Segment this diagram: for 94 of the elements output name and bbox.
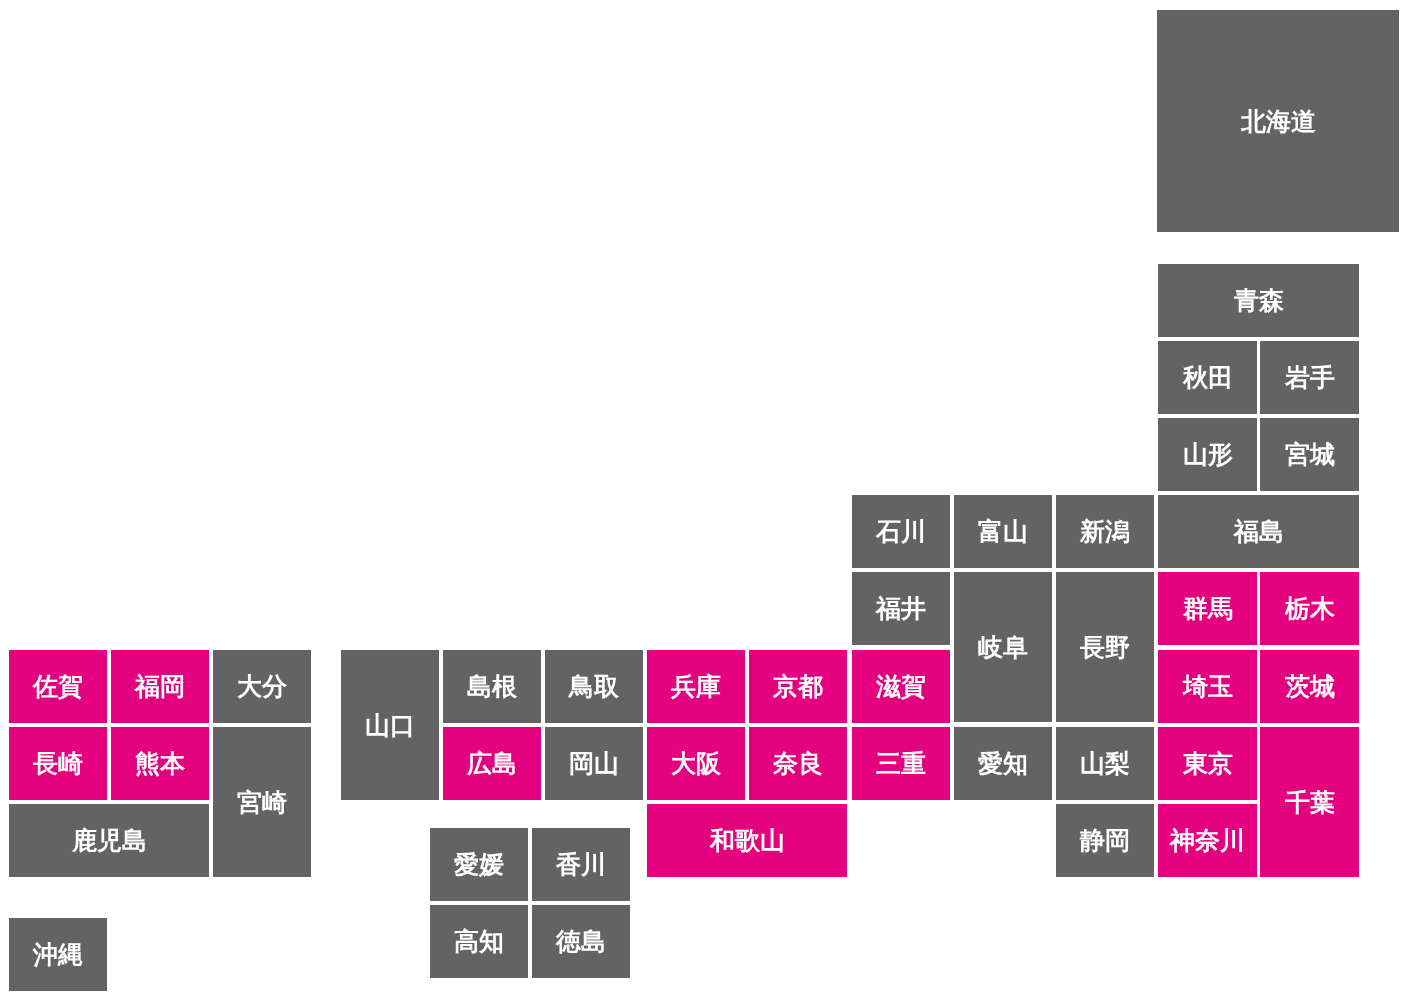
prefecture-tile <box>954 572 1052 722</box>
prefecture-tile <box>341 650 439 800</box>
prefecture-name: 兵庫 <box>671 671 721 703</box>
prefecture-tile <box>111 650 209 723</box>
prefecture-name: 大阪 <box>671 748 721 780</box>
prefecture-tile <box>954 495 1052 568</box>
prefecture-tile <box>1260 650 1359 723</box>
prefecture-tile <box>647 804 847 877</box>
prefecture-name: 山形 <box>1182 439 1233 471</box>
prefecture-name: 愛知 <box>978 748 1028 780</box>
prefecture-tile <box>954 727 1052 800</box>
prefecture-tile <box>749 650 847 723</box>
prefecture-name: 富山 <box>978 516 1028 548</box>
prefecture-name: 岡山 <box>569 748 619 780</box>
prefecture-name: 和歌山 <box>709 825 785 857</box>
prefecture-tile <box>1158 650 1257 723</box>
prefecture-name: 群馬 <box>1182 593 1233 625</box>
prefecture-tile <box>532 905 630 978</box>
prefecture-tile <box>852 495 950 568</box>
prefecture-name: 宮崎 <box>237 786 287 819</box>
prefecture-name: 福岡 <box>135 671 185 703</box>
prefecture-tile <box>1158 264 1359 337</box>
prefecture-name: 三重 <box>876 748 926 780</box>
prefecture-tile <box>1260 572 1359 645</box>
prefecture-name: 長崎 <box>33 748 83 780</box>
prefecture-name: 埼玉 <box>1182 671 1233 703</box>
prefecture-tile <box>213 650 311 723</box>
prefecture-tile <box>532 828 630 901</box>
prefecture-tile <box>1158 341 1257 414</box>
prefecture-name: 石川 <box>876 516 926 548</box>
prefecture-tile <box>9 650 107 723</box>
prefecture-name: 滋賀 <box>876 671 926 703</box>
prefecture-name: 栃木 <box>1284 593 1335 625</box>
prefecture-name: 秋田 <box>1182 362 1233 394</box>
prefecture-name: 香川 <box>556 849 606 881</box>
prefecture-name: 奈良 <box>773 748 823 780</box>
prefecture-name: 岩手 <box>1284 362 1335 394</box>
prefecture-tile <box>430 905 528 978</box>
prefecture-tile <box>647 650 745 723</box>
prefecture-tile <box>9 918 107 991</box>
prefecture-tile <box>1158 572 1257 645</box>
prefecture-name: 宮城 <box>1284 439 1335 471</box>
prefecture-name: 広島 <box>467 748 517 780</box>
prefecture-tile <box>111 727 209 800</box>
prefecture-tile <box>1158 804 1257 877</box>
prefecture-tile <box>1260 727 1359 877</box>
prefecture-tile <box>1260 341 1359 414</box>
prefecture-name: 新潟 <box>1080 516 1130 548</box>
prefecture-tile <box>9 804 209 877</box>
prefecture-tile <box>1260 418 1359 491</box>
prefecture-tile <box>1158 418 1257 491</box>
prefecture-tile <box>852 572 950 645</box>
prefecture-name: 京都 <box>773 671 823 703</box>
prefecture-name: 熊本 <box>135 748 185 780</box>
prefecture-tile <box>1056 495 1154 568</box>
prefecture-name: 東京 <box>1182 748 1233 780</box>
prefecture-name: 千葉 <box>1284 786 1335 819</box>
prefecture-tile <box>545 727 643 800</box>
prefecture-tile <box>213 727 311 877</box>
prefecture-name: 大分 <box>237 671 287 703</box>
prefecture-name: 愛媛 <box>454 849 504 881</box>
prefecture-name: 茨城 <box>1284 671 1335 703</box>
prefecture-name: 北海道 <box>1240 105 1316 138</box>
prefecture-name: 鹿児島 <box>71 825 147 857</box>
prefecture-tile <box>9 727 107 800</box>
prefecture-name: 佐賀 <box>33 671 83 703</box>
prefecture-name: 山梨 <box>1080 748 1130 780</box>
prefecture-name: 静岡 <box>1080 825 1130 857</box>
prefecture-tile <box>647 727 745 800</box>
prefecture-name: 鳥取 <box>569 671 619 703</box>
prefecture-tile <box>852 650 950 723</box>
prefecture-tile <box>1158 727 1257 800</box>
prefecture-tile <box>852 727 950 800</box>
prefecture-tile <box>443 727 541 800</box>
prefecture-tile <box>430 828 528 901</box>
prefecture-tile <box>443 650 541 723</box>
prefecture-name: 徳島 <box>556 926 606 958</box>
prefecture-tile <box>749 727 847 800</box>
prefecture-tile <box>1157 10 1399 232</box>
prefecture-tile <box>1056 572 1154 722</box>
prefecture-name: 島根 <box>467 671 517 703</box>
prefecture-name: 長野 <box>1080 631 1130 664</box>
prefecture-name: 高知 <box>454 926 504 958</box>
prefecture-tile <box>1056 804 1154 877</box>
prefecture-name: 山口 <box>365 709 415 742</box>
prefecture-name: 福井 <box>876 593 926 625</box>
prefecture-name: 福島 <box>1233 516 1284 548</box>
prefecture-name: 岐阜 <box>978 631 1028 664</box>
prefecture-tile <box>1158 495 1359 568</box>
prefecture-tile <box>1056 727 1154 800</box>
prefecture-tile <box>545 650 643 723</box>
prefecture-name: 青森 <box>1233 285 1284 317</box>
prefecture-name: 沖縄 <box>33 939 83 971</box>
prefecture-name: 神奈川 <box>1170 825 1245 857</box>
